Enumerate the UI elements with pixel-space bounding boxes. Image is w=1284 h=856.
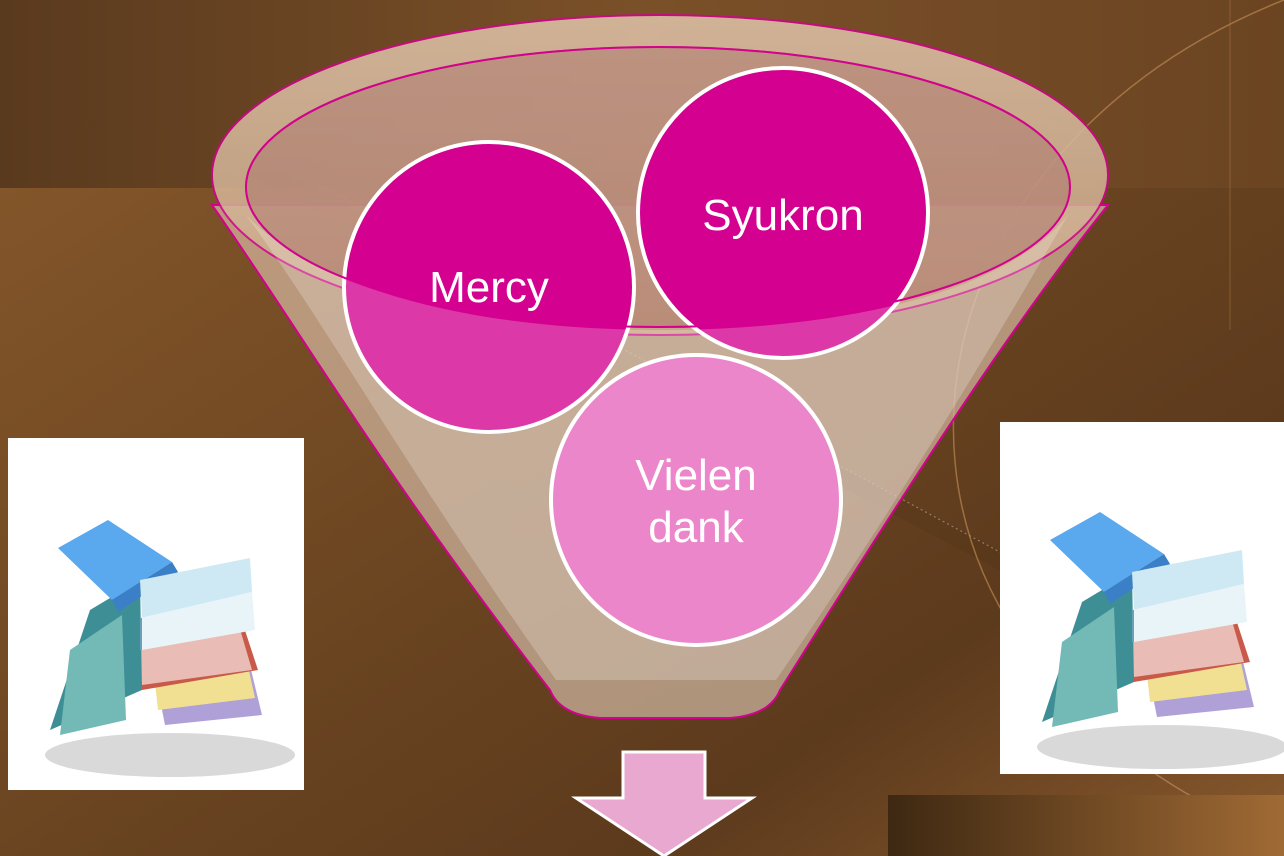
bubble-circle [549, 353, 843, 647]
bubble-label-line: Vielen [635, 451, 757, 500]
funnel-front-rim [245, 46, 1071, 328]
funnel-item-vielen-dank: Vielen dank [549, 353, 843, 647]
bubble-label-line: Mercy [429, 263, 549, 312]
funnel-item-syukron: Syukron [636, 66, 930, 360]
down-arrow-icon [570, 750, 758, 856]
books-illustration-left [8, 438, 304, 790]
books-illustration-right [1000, 422, 1284, 774]
bubble-label-line: Syukron [702, 191, 863, 240]
bubble-circle [636, 66, 930, 360]
funnel-diagram: Vielen dank Mercy Syukron [210, 14, 1111, 719]
funnel-item-mercy: Mercy [342, 140, 636, 434]
bubble-circle [342, 140, 636, 434]
bubble-label-line: dank [648, 503, 744, 552]
funnel-overlay [246, 215, 1068, 680]
